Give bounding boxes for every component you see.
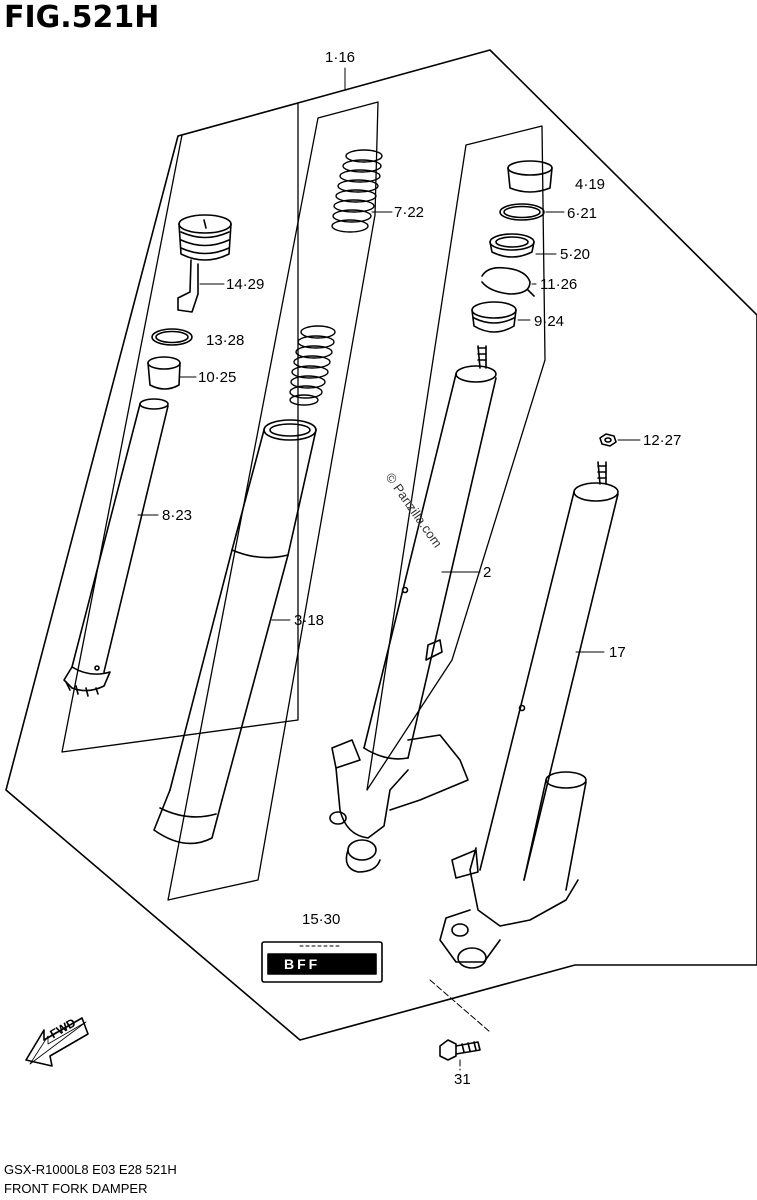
part-3-inner-tube: [153, 419, 317, 845]
callout-label-3: 3·18: [294, 612, 325, 629]
callout-label-31: 31: [454, 1071, 471, 1088]
part-15-kit-label: [261, 941, 383, 983]
part-4-slide-metal: [507, 160, 553, 193]
callout-label-12: 12·27: [643, 432, 682, 449]
figure-caption: FRONT FORK DAMPER: [4, 1181, 148, 1196]
subgroup-outline-right: [366, 125, 546, 791]
assembly-outline: [5, 49, 757, 1041]
part-10-bushing: [147, 356, 181, 390]
part-8-damper-tube: [63, 398, 169, 697]
callout-leader-31: [429, 979, 491, 1071]
part-6-washer: [499, 203, 545, 221]
callout-label-8: 8·23: [162, 507, 193, 524]
callout-label-5: 5·20: [560, 246, 591, 263]
callout-label-9: 9·24: [534, 313, 565, 330]
callout-label-6: 6·21: [567, 205, 598, 222]
callout-label-2: 2: [483, 564, 492, 581]
part-14-fork-cap: [177, 214, 232, 313]
figure-title: FIG.521H: [4, 0, 160, 35]
callout-label-10: 10·25: [198, 369, 237, 386]
kit-label-text: BFF: [284, 956, 321, 972]
model-line: GSX-R1000L8 E03 E28 521H: [4, 1162, 177, 1177]
part-13-o-ring: [151, 328, 193, 346]
fwd-arrow-icon: [25, 1017, 89, 1067]
part-11-circlip: [481, 266, 535, 297]
callout-label-11: 11·26: [540, 276, 578, 293]
callout-label-7: 7·22: [394, 204, 425, 221]
part-2-outer-tube: [329, 345, 497, 873]
part-9-dust-seal: [471, 301, 517, 333]
callout-label-13: 13·28: [206, 332, 245, 349]
part-12-nut: [599, 433, 617, 447]
callout-label-17: 17: [609, 644, 626, 661]
part-17-fork-assembly: [439, 461, 619, 969]
callout-label-4: 4·19: [575, 176, 606, 193]
callout-label-1: 1·16: [325, 49, 356, 66]
subgroup-outline-middle: [167, 101, 379, 901]
part-7-springs: [289, 149, 383, 406]
part-31-bolt: [439, 1039, 481, 1061]
callout-label-15: 15·30: [302, 911, 341, 928]
subgroup-outline-left: [61, 102, 299, 753]
part-5-oil-seal: [489, 233, 535, 258]
callout-label-14: 14·29: [226, 276, 265, 293]
